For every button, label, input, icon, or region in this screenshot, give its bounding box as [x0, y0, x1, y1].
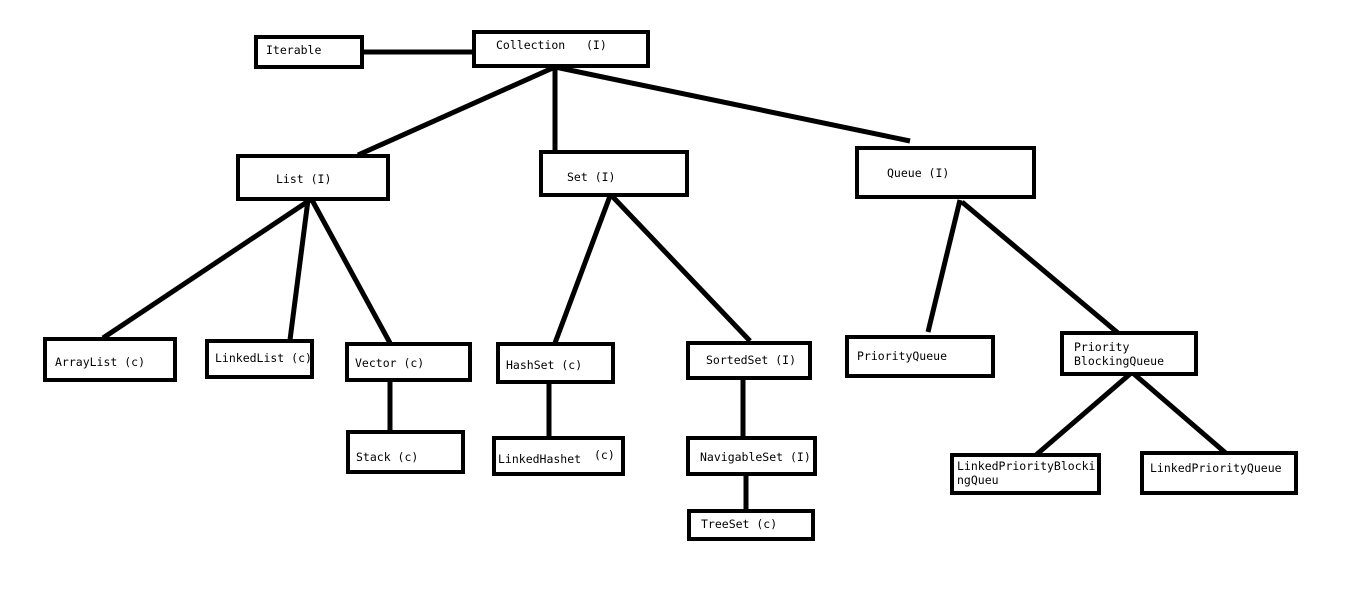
node-navigableset: NavigableSet (I) [686, 436, 817, 476]
node-set: Set (I) [539, 150, 689, 197]
edge-set-sortedset [610, 194, 752, 343]
node-label-line1: Priority [1074, 340, 1130, 354]
edge-set-hashset [552, 195, 613, 344]
node-label: LinkedHashet [498, 452, 582, 466]
node-label: LinkedList (c) [215, 351, 312, 365]
edge-collection-list [356, 64, 557, 158]
edge-list-arraylist [101, 197, 312, 341]
node-linked-priority-queue: LinkedPriorityQueue [1140, 451, 1298, 495]
node-label-suffix: (c) [594, 448, 615, 462]
edge-collection-queue [554, 64, 911, 144]
node-label: Set (I) [567, 170, 616, 184]
node-list: List (I) [236, 154, 390, 201]
node-linkedhashset: LinkedHashet (c) [492, 436, 625, 476]
node-label: TreeSet (c) [701, 517, 778, 531]
node-label: Stack (c) [356, 450, 419, 464]
node-label: SortedSet (I) [706, 353, 797, 367]
edge-pbq-lpbq [1034, 372, 1132, 457]
node-label: PriorityQueue [857, 349, 948, 363]
node-label-line2: ngQueu [957, 473, 999, 487]
node-label-line1: LinkedPriorityBlocki [957, 459, 1096, 473]
node-label: HashSet (c) [506, 358, 583, 372]
edge-queue-pbq [960, 200, 1120, 335]
node-label: Queue (I) [887, 166, 950, 180]
node-label: NavigableSet (I) [700, 450, 811, 464]
edge-pbq-lpq [1132, 372, 1230, 457]
node-priorityqueue: PriorityQueue [845, 335, 995, 378]
node-treeset: TreeSet (c) [687, 509, 815, 541]
edge-list-vector [309, 198, 393, 345]
node-label: List (I) [276, 172, 332, 186]
node-iterable: Iterable [254, 35, 364, 69]
node-vector: Vector (c) [345, 342, 472, 382]
node-linkedlist: LinkedList (c) [205, 339, 314, 379]
node-sortedset: SortedSet (I) [686, 341, 812, 380]
node-label: Collection (I) [496, 38, 607, 52]
node-stack: Stack (c) [346, 430, 465, 474]
node-label: LinkedPriorityQueue [1150, 461, 1282, 475]
node-label: ArrayList (c) [55, 355, 146, 369]
node-label: Iterable [266, 43, 322, 57]
node-arraylist: ArrayList (c) [43, 337, 177, 382]
node-collection: Collection (I) [472, 30, 650, 68]
node-priority-blocking-queue: Priority BlockingQueue [1060, 331, 1198, 376]
node-hashset: HashSet (c) [496, 342, 615, 384]
node-linked-priority-blocking-queue: LinkedPriorityBlocki ngQueu [950, 453, 1101, 495]
edge-queue-priorityqueue [925, 199, 963, 333]
edge-list-linkedlist [287, 199, 311, 341]
node-queue: Queue (I) [855, 146, 1036, 199]
node-label: Vector (c) [355, 356, 425, 370]
node-label-line2: BlockingQueue [1074, 354, 1165, 368]
